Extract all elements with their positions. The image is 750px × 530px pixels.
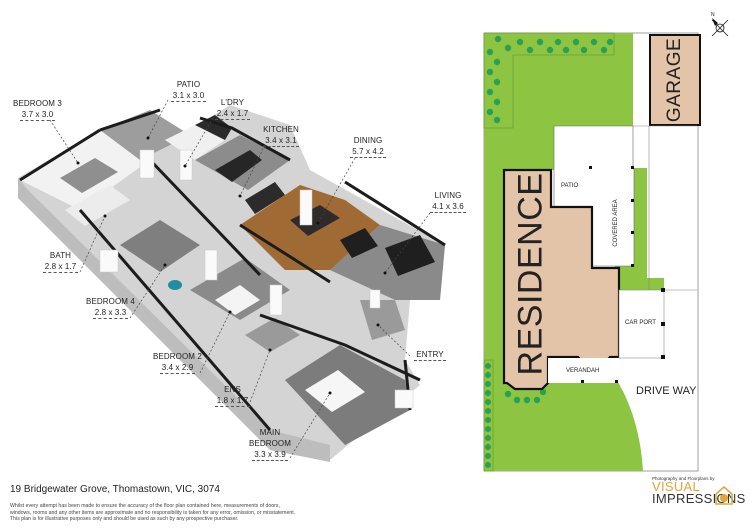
garage-label: GARAGE xyxy=(664,37,685,123)
room-name: BEDROOM 2 xyxy=(153,352,202,361)
camera-house-icon xyxy=(715,486,733,505)
label-bedroom-4: BEDROOM 4 2.8 x 3.3 xyxy=(83,296,138,319)
room-dimension: 3.4 x 2.9 xyxy=(159,363,196,374)
verandah-label: VERANDAH xyxy=(566,368,600,374)
room-name: KITCHEN xyxy=(263,125,299,134)
disclaimer-line: windows, rooms and any other items are a… xyxy=(10,509,296,516)
room-dimension: 5.7 x 4.2 xyxy=(350,147,386,158)
logo-word-visual: VISUAL xyxy=(652,479,701,494)
visual-impressions-logo: Photography and Floorplans by VISUAL IMP… xyxy=(652,476,745,505)
room-dimension: 3.3 x 3.9 xyxy=(252,450,288,461)
room-name: L'DRY xyxy=(220,98,245,107)
garage-block xyxy=(649,34,701,126)
disclaimer-line: This plan is for illustrative purposes o… xyxy=(10,516,239,523)
disclaimer: Whilst every attempt has been made to en… xyxy=(10,503,310,523)
room-name: BEDROOM 3 xyxy=(13,99,62,108)
room-dimension: 2.8 x 3.3 xyxy=(92,308,129,319)
room-name: ENS xyxy=(224,385,241,394)
label-entry: ENTRY xyxy=(410,349,450,361)
room-name: ENTRY xyxy=(414,350,446,361)
residence-label: RESIDENCE xyxy=(511,172,550,376)
label-ensuite: ENS 1.8 x 1.7 xyxy=(210,384,255,407)
room-dimension: 2.8 x 1.7 xyxy=(42,262,79,273)
disclaimer-line: Whilst every attempt has been made to en… xyxy=(10,503,280,509)
room-name: BEDROOM 4 xyxy=(86,297,135,306)
room-name: BEDROOM xyxy=(248,439,292,448)
label-main-bedroom: MAIN BEDROOM 3.3 x 3.9 xyxy=(245,427,295,461)
ensuite-floor xyxy=(245,318,300,352)
room-dimension: 3.4 x 3.1 xyxy=(263,136,299,147)
room-name: PATIO xyxy=(176,80,201,89)
room-name: MAIN xyxy=(259,428,281,437)
label-bath: BATH 2.8 x 1.7 xyxy=(38,250,83,273)
label-living: LIVING 4.1 x 3.6 xyxy=(425,190,471,213)
room-dimension: 3.7 x 3.0 xyxy=(19,110,56,121)
property-address: 19 Bridgewater Grove, Thomastown, VIC, 3… xyxy=(10,484,220,495)
room-name: DINING xyxy=(353,136,383,145)
label-laundry: L'DRY 2.4 x 1.7 xyxy=(210,97,255,120)
logo-tagline: Photography and Floorplans by xyxy=(652,476,715,481)
label-bedroom-2: BEDROOM 2 3.4 x 2.9 xyxy=(150,351,205,374)
room-dimension: 3.1 x 3.0 xyxy=(170,91,207,102)
room-dimension: 1.8 x 1.7 xyxy=(214,396,251,407)
north-label: N xyxy=(711,12,715,18)
room-dimension: 2.4 x 1.7 xyxy=(214,109,251,120)
bath-floor xyxy=(65,185,130,226)
car-port-label: CAR PORT xyxy=(625,320,656,326)
label-bedroom-3: BEDROOM 3 3.7 x 3.0 xyxy=(10,98,65,121)
covered-area-label: COVERED AREA xyxy=(613,199,619,247)
bedroom4-floor xyxy=(120,220,200,272)
label-dining: DINING 5.7 x 4.2 xyxy=(345,135,391,158)
drive-way-label: DRIVE WAY xyxy=(636,385,697,397)
room-dimension: 4.1 x 3.6 xyxy=(430,202,466,213)
room-name: LIVING xyxy=(434,191,462,200)
patio-label: PATIO xyxy=(561,183,579,189)
label-kitchen: KITCHEN 3.4 x 3.1 xyxy=(257,124,305,147)
label-patio: PATIO 3.1 x 3.0 xyxy=(166,79,211,102)
room-name: BATH xyxy=(49,251,72,260)
tree-icons xyxy=(486,35,614,124)
north-arrow-icon xyxy=(711,18,729,37)
